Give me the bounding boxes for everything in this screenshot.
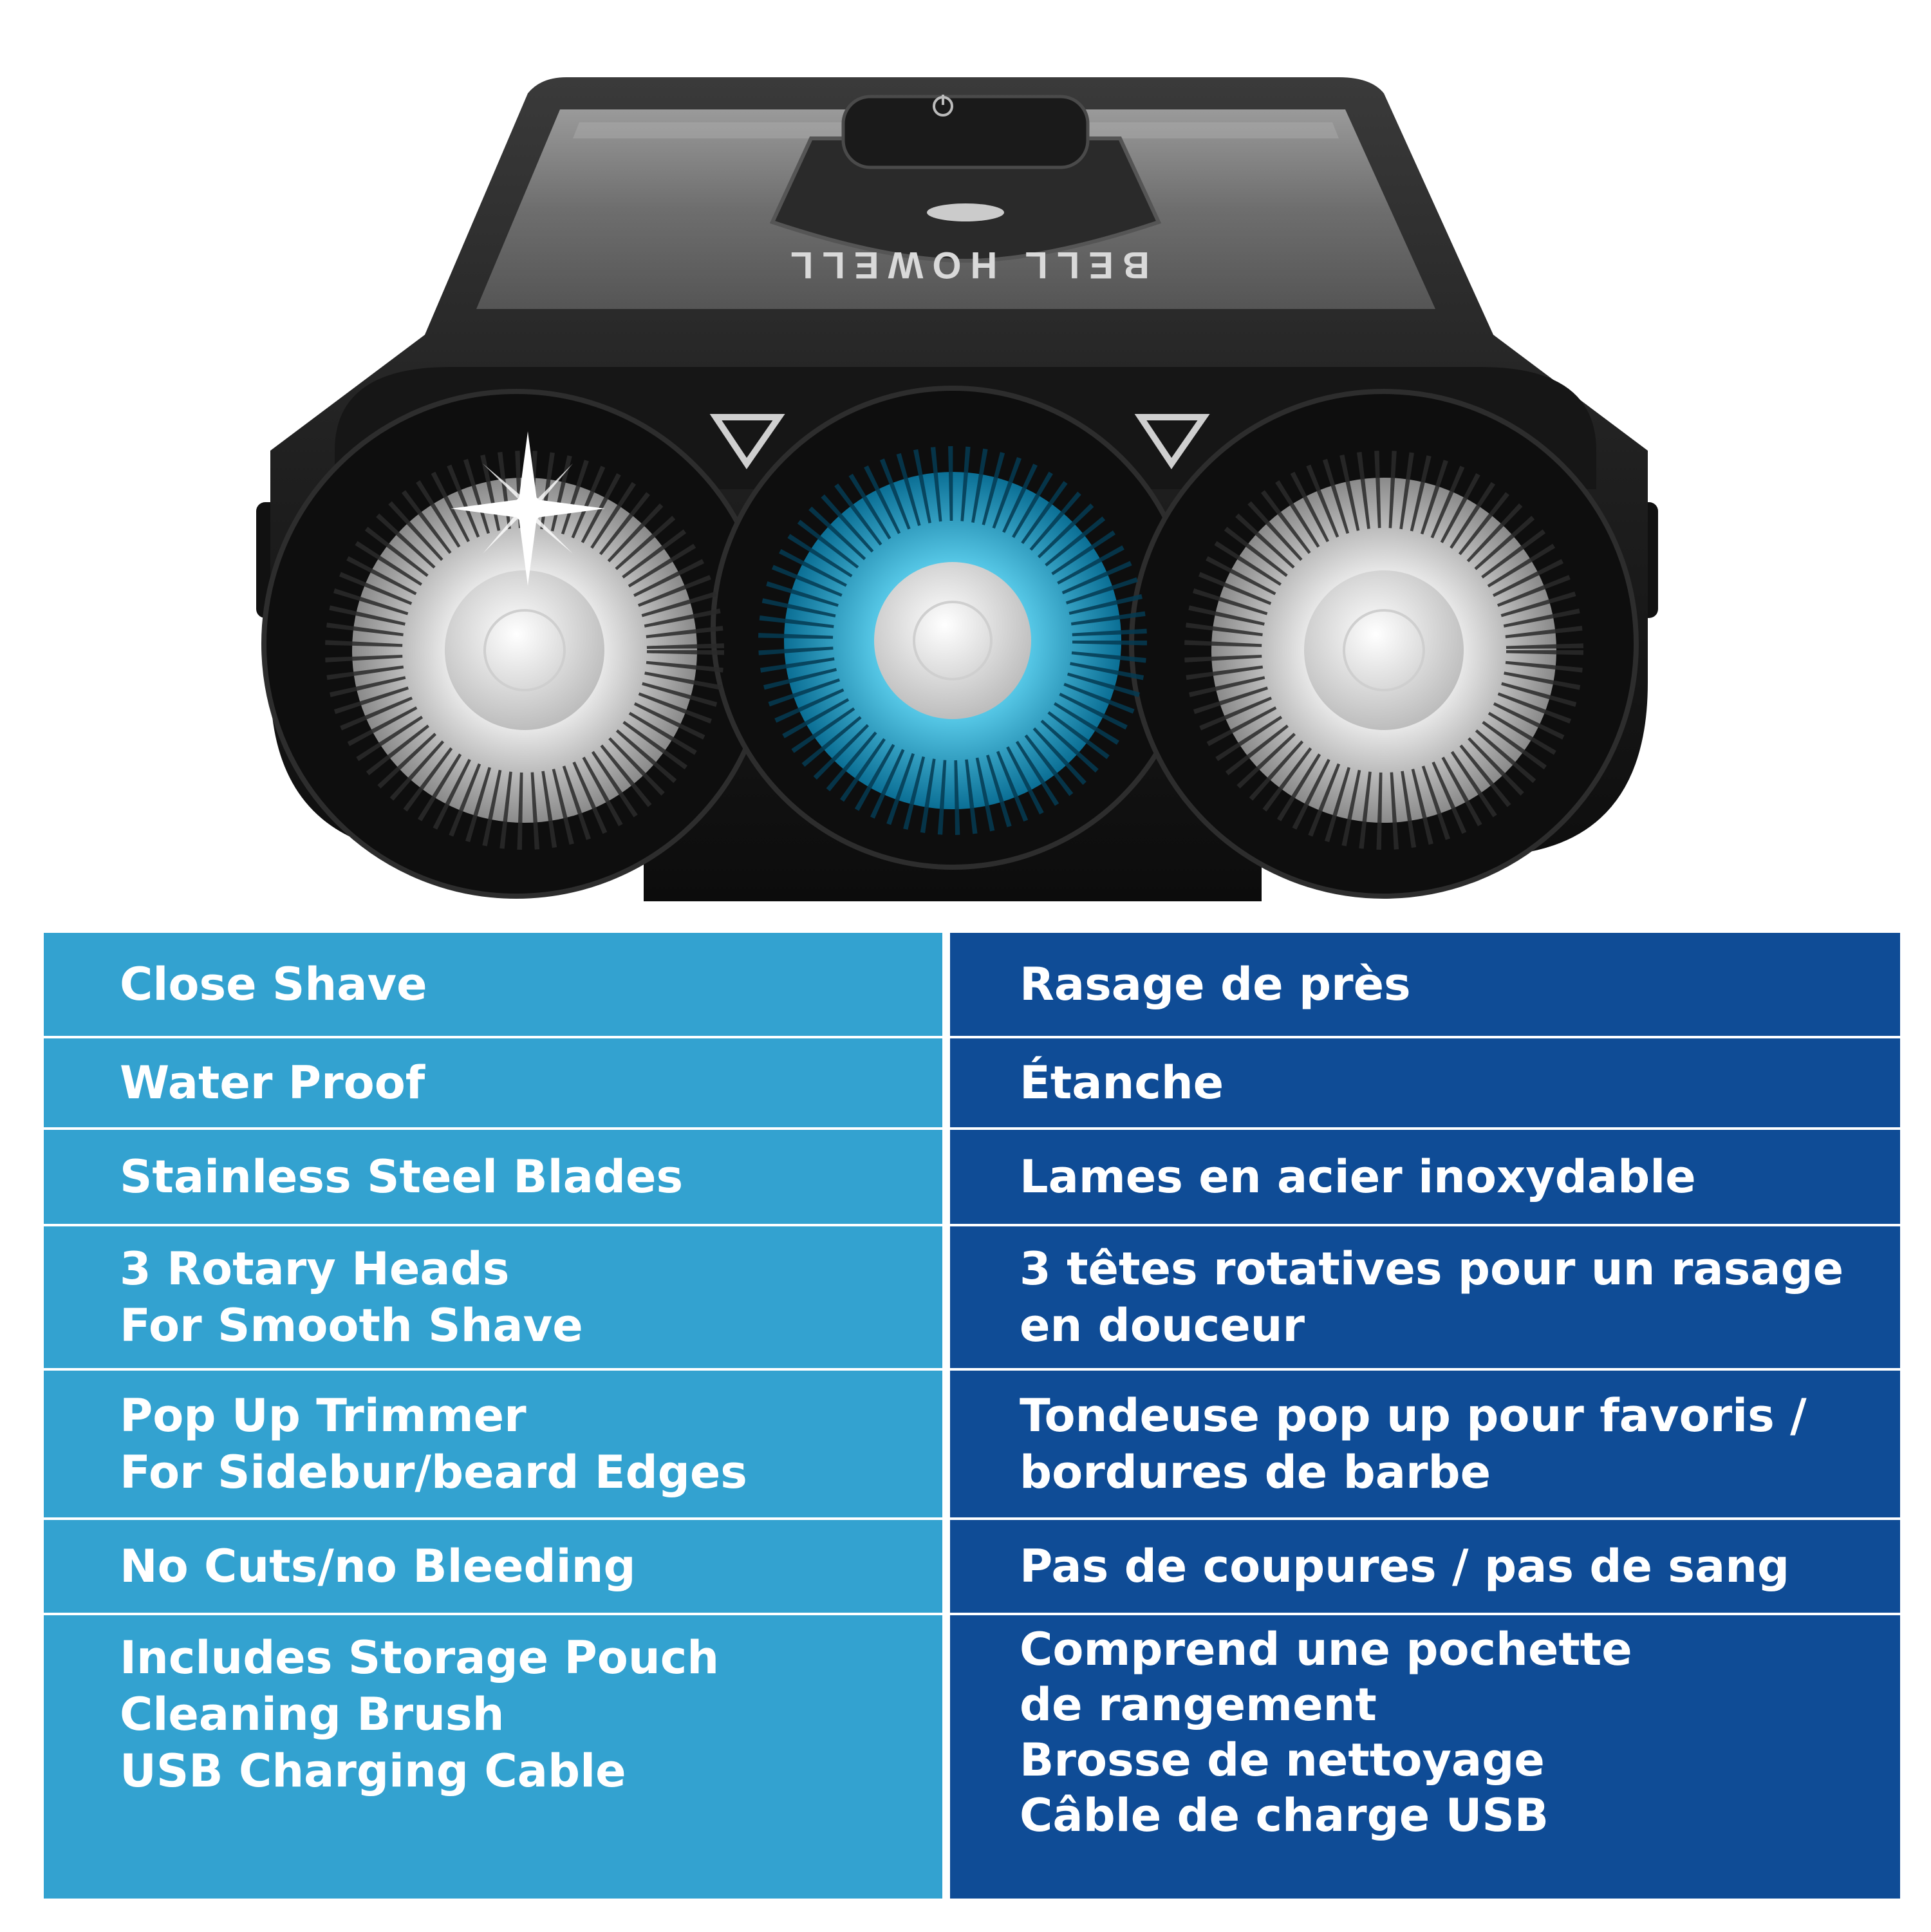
shaver-illustration: BELL HOWELL: [256, 77, 1658, 901]
feature-en-stainless-blades: Stainless Steel Blades: [44, 1130, 942, 1226]
feature-fr-stainless-blades: Lames en acier inoxydable: [950, 1130, 1900, 1226]
feature-en-pop-up-trimmer: Pop Up Trimmer For Sidebur/beard Edges: [44, 1371, 942, 1520]
feature-fr-close-shave: Rasage de près: [950, 933, 1900, 1038]
sparkle-icon: [451, 431, 605, 586]
rotary-head-left: [325, 451, 724, 850]
feature-fr-rotary-heads: 3 têtes rotatives pour un rasage en douc…: [950, 1226, 1900, 1371]
feature-fr-water-proof: Étanche: [950, 1038, 1900, 1130]
feature-en-includes: Includes Storage Pouch Cleaning Brush US…: [44, 1615, 942, 1899]
product-image: BELL HOWELL: [0, 0, 1931, 914]
feature-table: Close Shave Rasage de près Water Proof É…: [44, 933, 1900, 1899]
rotary-head-right: [1184, 451, 1583, 850]
feature-fr-no-cuts: Pas de coupures / pas de sang: [950, 1520, 1900, 1615]
brand-text: BELL HOWELL: [781, 244, 1150, 286]
indicator-light: [927, 203, 1004, 221]
feature-en-close-shave: Close Shave: [44, 933, 942, 1038]
feature-en-water-proof: Water Proof: [44, 1038, 942, 1130]
power-icon: [933, 95, 953, 117]
feature-fr-pop-up-trimmer: Tondeuse pop up pour favoris / bordures …: [950, 1371, 1900, 1520]
feature-fr-includes: Comprend une pochette de rangement Bross…: [950, 1615, 1900, 1899]
triangle-marker-right: [1134, 414, 1210, 469]
power-button[interactable]: [841, 95, 1090, 169]
rotary-head-center: [758, 446, 1147, 835]
power-button-housing: [769, 136, 1162, 263]
feature-en-no-cuts: No Cuts/no Bleeding: [44, 1520, 942, 1615]
feature-en-rotary-heads: 3 Rotary Heads For Smooth Shave: [44, 1226, 942, 1371]
triangle-marker-left: [709, 414, 785, 469]
